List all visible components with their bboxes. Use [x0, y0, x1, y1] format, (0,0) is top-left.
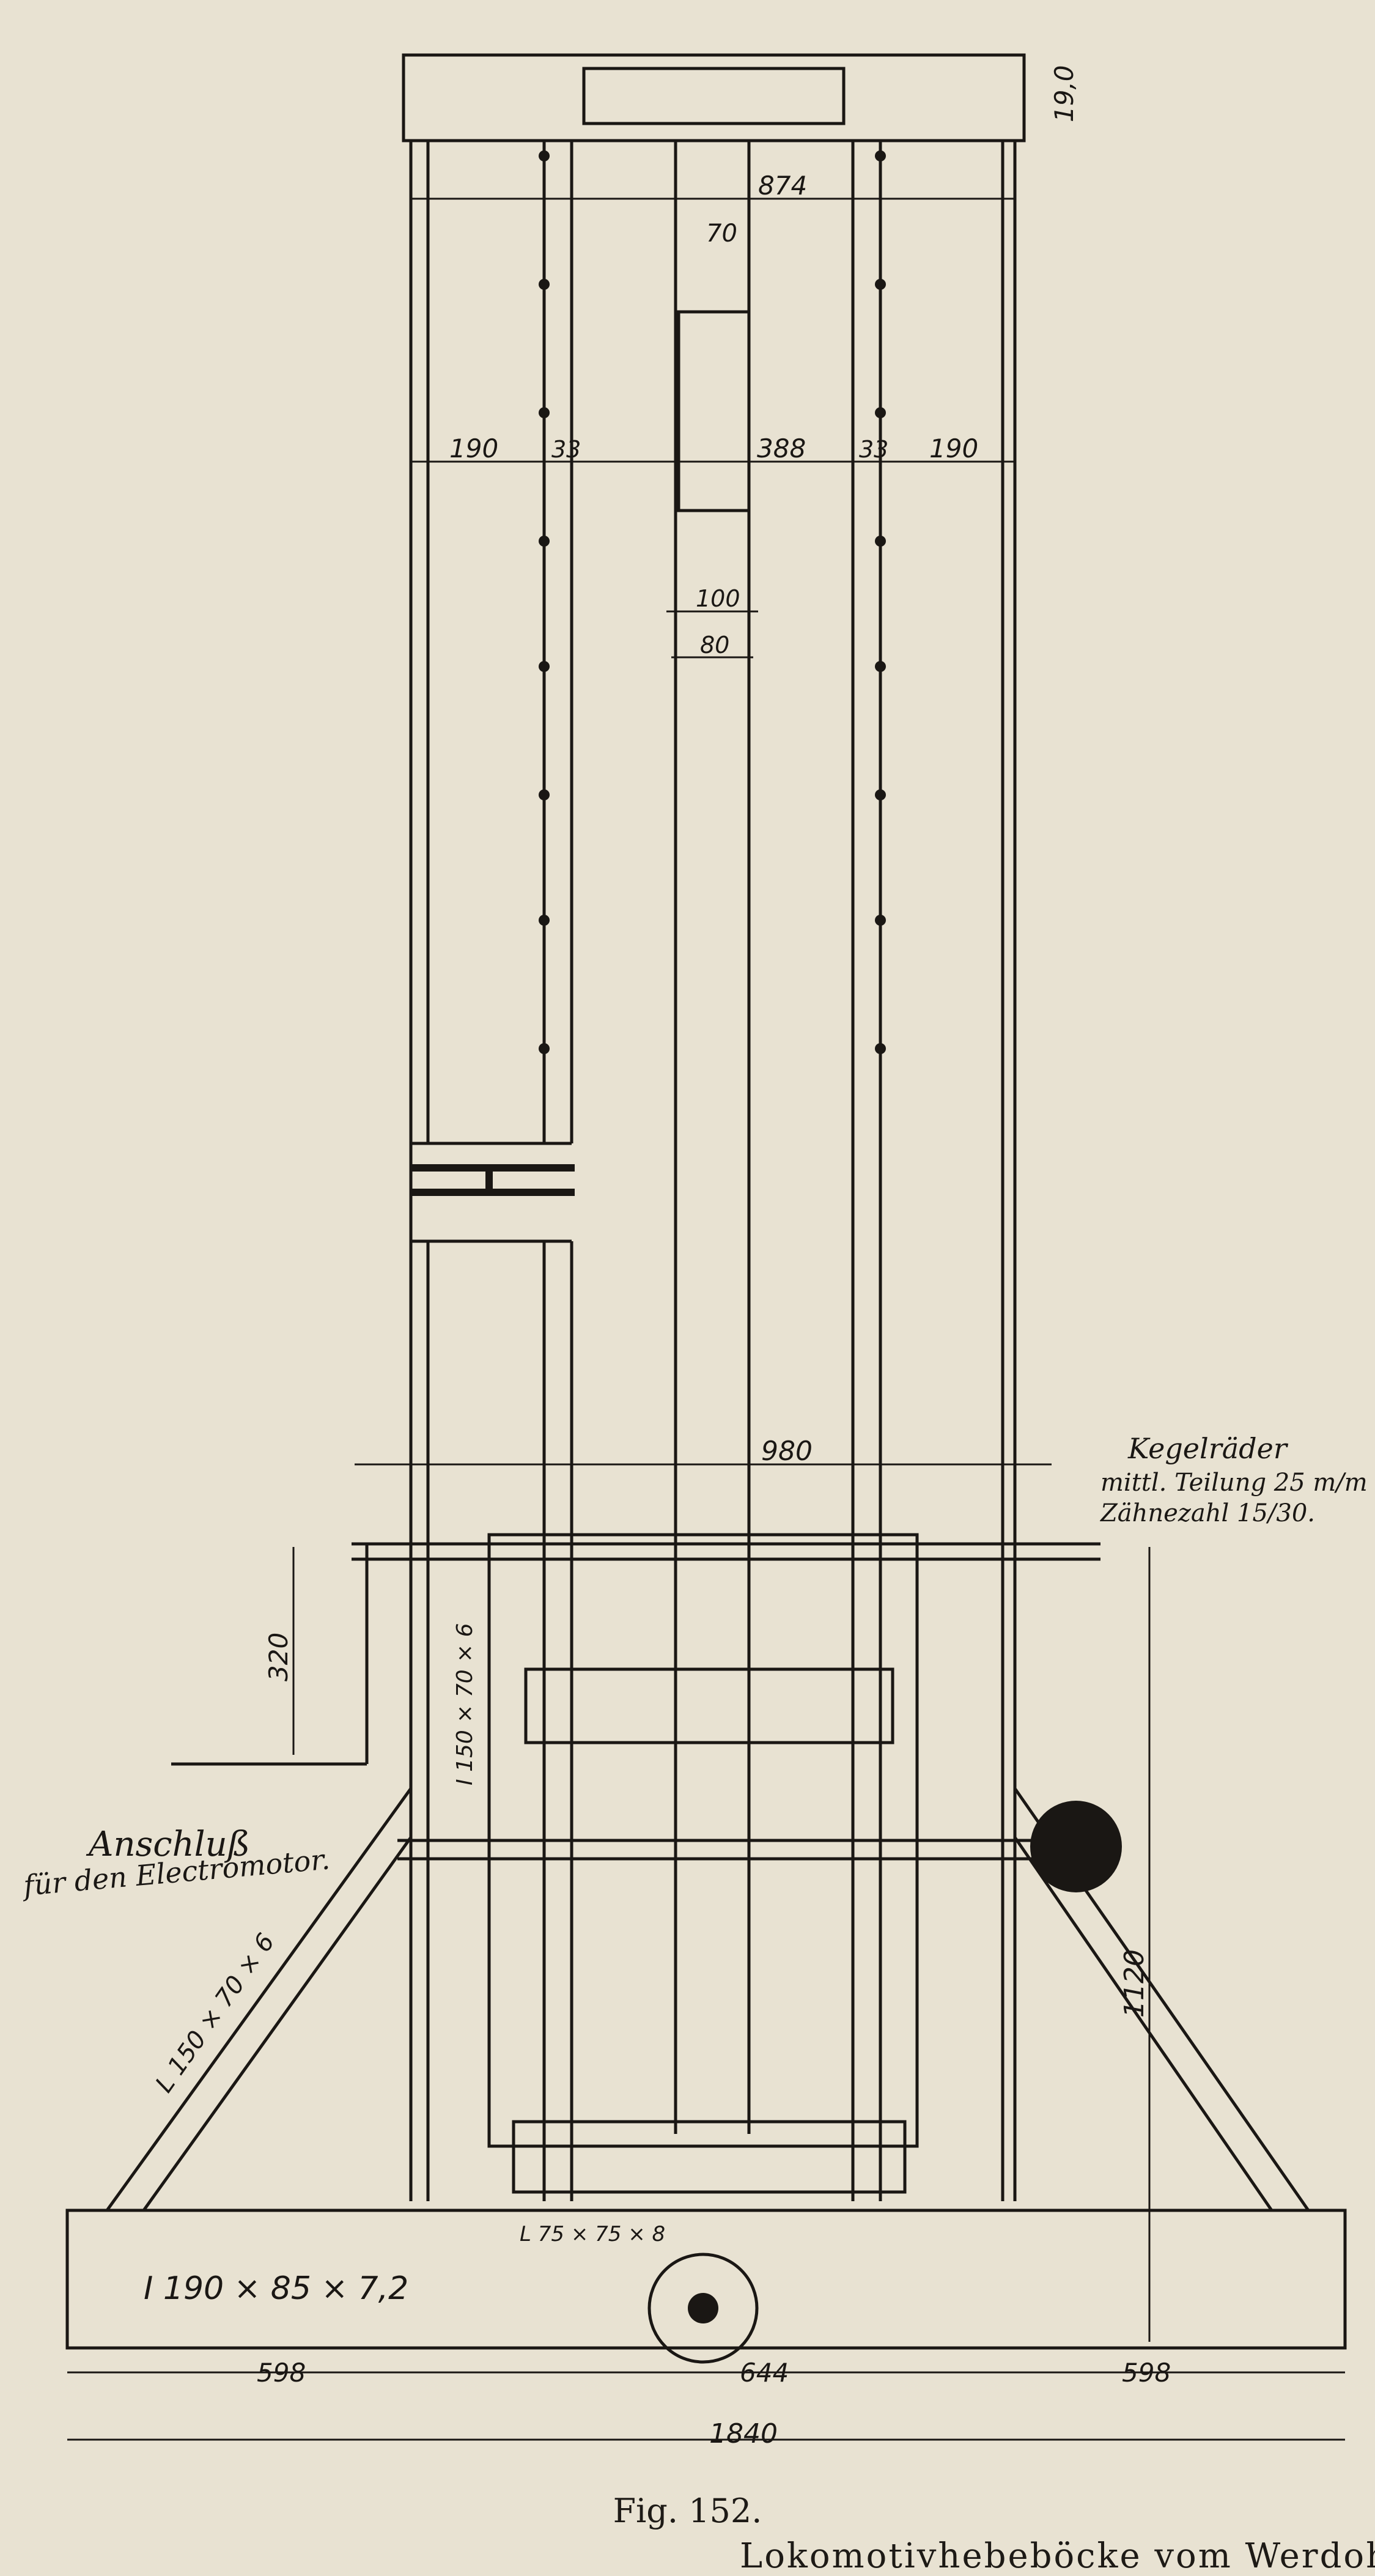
dim-spindle-outer: 100: [696, 585, 740, 612]
dim-frame-width: 980: [761, 1436, 813, 1467]
label-base-profile: I 190 × 85 × 7,2: [144, 2270, 408, 2307]
bolt-column-right: [875, 150, 886, 1054]
dim-right-outer: 190: [929, 434, 978, 463]
dim-right-gap: 33: [859, 436, 888, 463]
support-wheel: [647, 2253, 759, 2364]
worm-screw: [677, 310, 751, 512]
top-head: [402, 53, 1026, 142]
top-head-center-block: [582, 67, 846, 125]
dim-base-total: 1840: [709, 2418, 778, 2449]
dim-base-mid: 644: [740, 2358, 789, 2388]
dim-left-gap: 33: [551, 436, 581, 463]
dim-left-outer: 190: [449, 434, 498, 463]
bevel-gear: [1030, 1801, 1122, 1892]
dim-mid-span: 388: [757, 434, 806, 463]
figure-subcaption: Lokomotivhebeböcke vom Werdohler: [740, 2536, 1375, 2576]
dim-top-height: 19,0: [1049, 65, 1079, 122]
dim-screw-dia: 70: [706, 220, 737, 248]
label-motor-1: Anschluß: [86, 1825, 250, 1864]
dim-spindle-inner: 80: [700, 632, 729, 659]
base-beam: [65, 2209, 1347, 2350]
technical-drawing: 19,0 874 70 190 33 388 33 190 100 80 980…: [20, 53, 1368, 2449]
dim-base-left: 598: [257, 2358, 306, 2388]
label-angle-profile: L 75 × 75 × 8: [520, 2222, 665, 2246]
label-bevel-1: Kegelräder: [1127, 1432, 1289, 1465]
label-column-profile: I 150 × 70 × 6: [452, 1623, 477, 1785]
label-bevel-2: mittl. Teilung 25 m/m: [1100, 1469, 1368, 1497]
dim-crank-radius: 320: [264, 1633, 293, 1681]
label-bevel-3: Zähnezahl 15/30.: [1099, 1499, 1315, 1527]
dim-base-right: 598: [1122, 2358, 1171, 2388]
dim-lift-height: 1120: [1119, 1949, 1150, 2018]
i-beam-section: [411, 1164, 575, 1196]
figure-caption: Fig. 152.: [613, 2492, 762, 2530]
label-brace-profile: L 150 × 70 × 6: [150, 1928, 281, 2098]
left-brace: [105, 1787, 413, 2212]
dim-top-width: 874: [758, 171, 807, 201]
bolt-column-left: [539, 150, 550, 1054]
worm-housing: [524, 1667, 894, 1744]
spur-gear: [512, 2120, 907, 2194]
